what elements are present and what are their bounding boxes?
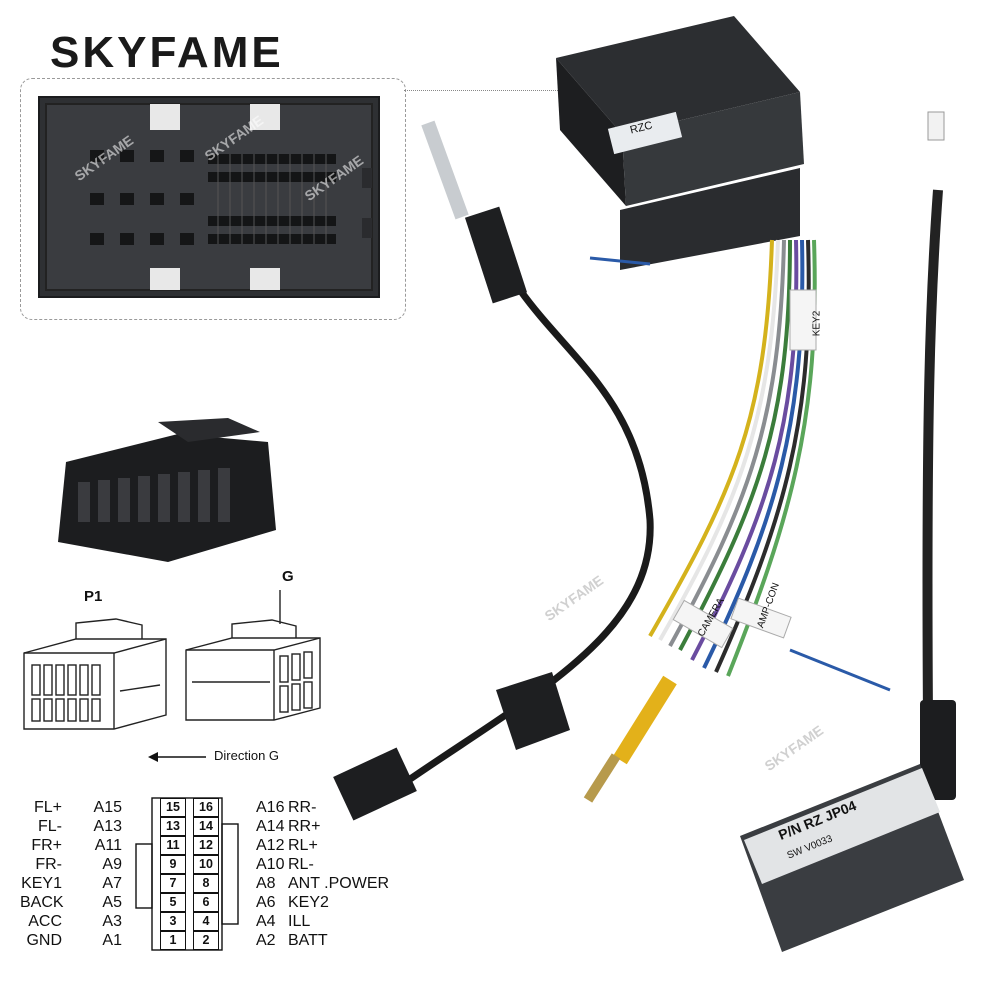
pin-number-right: 8	[193, 874, 219, 893]
pinout-outline	[135, 797, 239, 951]
pin-number-left: 9	[160, 855, 186, 874]
pin-left-code: A9	[102, 856, 122, 873]
direction-label: Direction G	[214, 748, 280, 763]
pin-number-right: 16	[193, 798, 219, 817]
pin-left-code: A7	[102, 875, 122, 892]
connector-inset-frame	[20, 78, 406, 320]
pin-right-name: RR-	[288, 799, 317, 816]
pin-left-code: A5	[102, 894, 122, 911]
inset-leader-line	[404, 90, 564, 91]
pin-left-name: GND	[26, 932, 62, 949]
pin-right-code: A6	[256, 894, 276, 911]
pin-right-name: RL-	[288, 856, 314, 873]
brand-logo: SKYFAME	[50, 28, 284, 77]
pin-number-right: 4	[193, 912, 219, 931]
key2-tag-label: KEY2	[811, 310, 823, 337]
iso-16pin-connector	[58, 418, 276, 562]
pin-number-right: 2	[193, 931, 219, 950]
pin-left-name: FR-	[35, 856, 62, 873]
pin-right-code: A12	[256, 837, 285, 854]
pin-right-name: RR+	[288, 818, 321, 835]
pin-right-code: A8	[256, 875, 276, 892]
p1-connector-drawing	[23, 618, 167, 730]
pin-right-code: A16	[256, 799, 285, 816]
g-label: G	[282, 568, 294, 585]
pin-left-code: A13	[93, 818, 122, 835]
pin-number-left: 15	[160, 798, 186, 817]
pin-left-name: KEY1	[21, 875, 62, 892]
pin-left-name: FR+	[31, 837, 62, 854]
pin-right-code: A4	[256, 913, 276, 930]
pin-right-code: A10	[256, 856, 285, 873]
pin-number-right: 6	[193, 893, 219, 912]
pin-left-code: A1	[102, 932, 122, 949]
pin-left-name: ACC	[28, 913, 62, 930]
pin-left-name: FL+	[33, 799, 62, 816]
pin-left-name: FL-	[38, 818, 62, 835]
pin-right-name: ILL	[288, 913, 311, 930]
pin-right-name: RL+	[288, 837, 318, 854]
direction-arrow-icon	[148, 752, 206, 762]
pin-right-code: A2	[256, 932, 276, 949]
pin-number-left: 3	[160, 912, 186, 931]
pin-number-right: 10	[193, 855, 219, 874]
pin-number-left: 7	[160, 874, 186, 893]
pin-left-code: A3	[102, 913, 122, 930]
pin-number-left: 13	[160, 817, 186, 836]
pin-number-left: 1	[160, 931, 186, 950]
connector-face-photo	[38, 96, 380, 298]
p1-label: P1	[84, 588, 103, 605]
pin-left-code: A15	[93, 799, 122, 816]
wiring-harness-photo	[333, 16, 964, 952]
pin-number-right: 12	[193, 836, 219, 855]
pin-number-left: 5	[160, 893, 186, 912]
pin-left-name: BACK	[20, 894, 64, 911]
connector-face-drawing	[45, 103, 373, 291]
pin-number-right: 14	[193, 817, 219, 836]
pin-number-left: 11	[160, 836, 186, 855]
pin-right-code: A14	[256, 818, 285, 835]
pin-left-code: A11	[94, 837, 122, 854]
g-connector-drawing	[185, 590, 321, 721]
